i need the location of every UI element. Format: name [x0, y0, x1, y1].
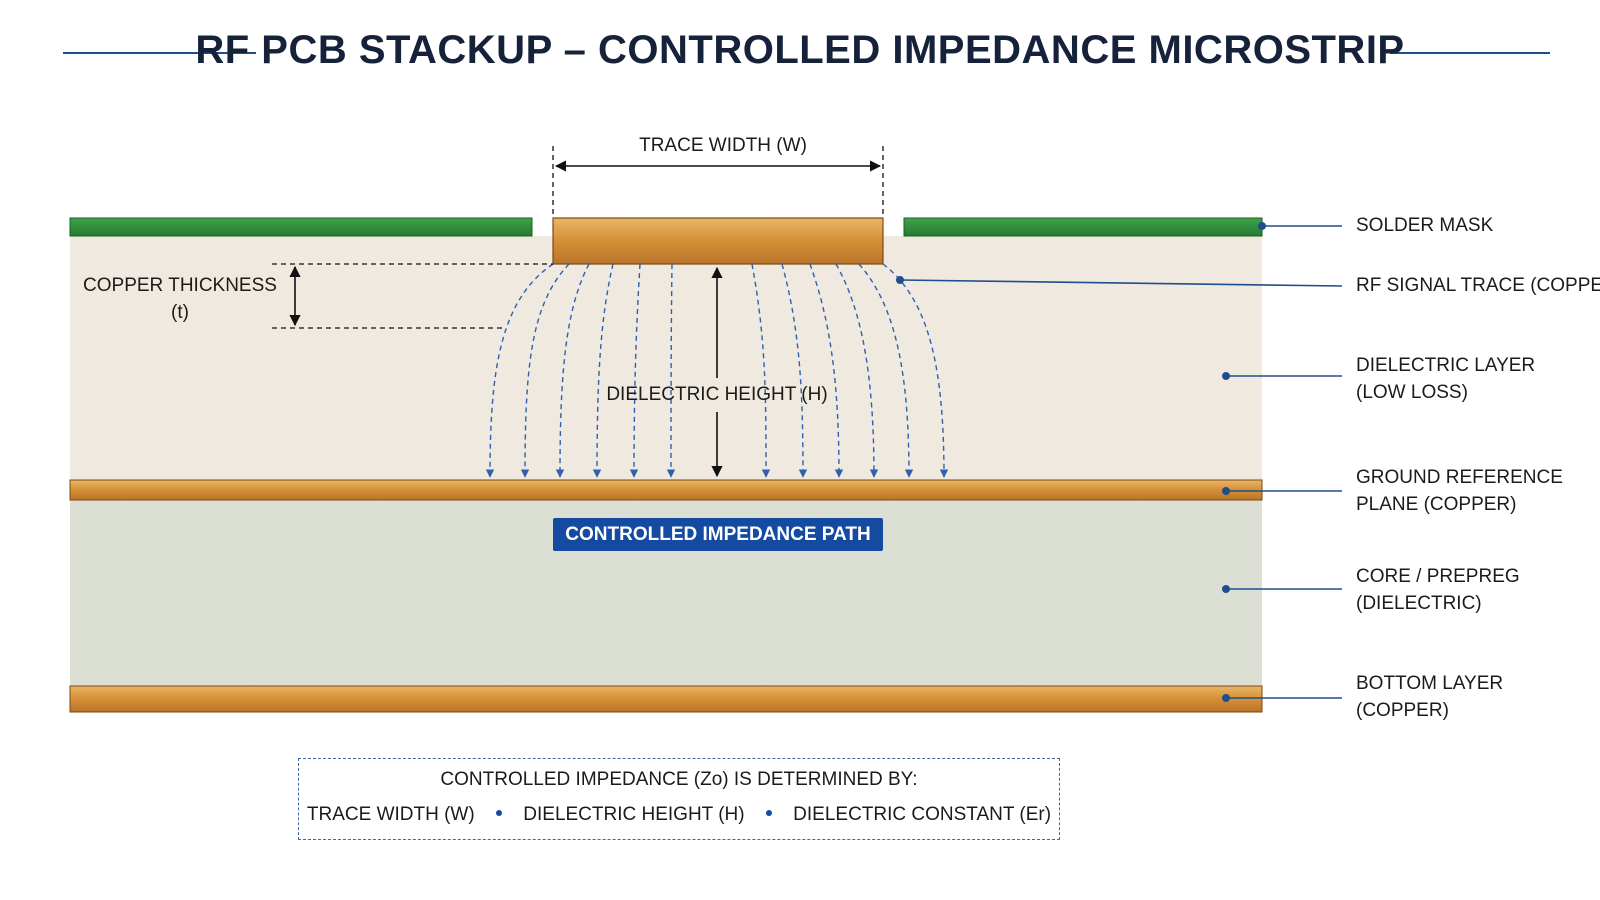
dielectric-layer	[70, 236, 1262, 480]
ground-reference-plane	[69, 479, 1263, 501]
copper-thickness-dimension	[272, 263, 553, 329]
controlled-impedance-path-badge: CONTROLLED IMPEDANCE PATH	[553, 518, 883, 551]
impedance-note-title: CONTROLLED IMPEDANCE (Zo) IS DETERMINED …	[440, 769, 918, 790]
solder-mask-left	[69, 217, 533, 237]
field-lines	[485, 263, 949, 478]
copper-thickness-line-1: COPPER THICKNESS	[83, 275, 277, 296]
callout-leaders	[895, 222, 1343, 702]
note-item-dielectric-constant: DIELECTRIC CONSTANT (Er)	[793, 804, 1052, 825]
callout-dielectric-layer: DIELECTRIC LAYER (LOW LOSS)	[1356, 355, 1536, 403]
title-rule-left	[63, 52, 256, 54]
callout-rf-signal-trace: RF SIGNAL TRACE (COPPER)	[1356, 275, 1600, 296]
callout-bottom-layer: BOTTOM LAYER (COPPER)	[1356, 673, 1504, 721]
note-item-dielectric-height: DIELECTRIC HEIGHT (H)	[523, 804, 745, 825]
solder-mask-right	[903, 217, 1263, 237]
callout-core-prepreg: CORE / PREPREG (DIELECTRIC)	[1356, 566, 1520, 614]
callout-solder-mask: SOLDER MASK	[1356, 215, 1494, 236]
callout-ground-reference-plane: GROUND REFERENCE PLANE (COPPER)	[1356, 467, 1563, 515]
page-title: RF PCB STACKUP – CONTROLLED IMPEDANCE MI…	[195, 28, 1405, 72]
bullet-dot-icon	[495, 809, 502, 816]
impedance-note-box: CONTROLLED IMPEDANCE (Zo) IS DETERMINED …	[298, 758, 1060, 840]
rf-signal-trace	[552, 217, 884, 265]
trace-width-label: TRACE WIDTH (W)	[639, 135, 807, 156]
bullet-dot-icon	[765, 809, 772, 816]
copper-thickness-label: COPPER THICKNESS (t)	[80, 272, 280, 326]
title-rule-right	[1390, 52, 1550, 54]
bottom-copper-layer	[69, 685, 1263, 713]
note-item-trace-width: TRACE WIDTH (W)	[306, 804, 475, 825]
dielectric-height-label: DIELECTRIC HEIGHT (H)	[606, 384, 828, 405]
copper-thickness-line-2: (t)	[171, 302, 189, 323]
impedance-note-items: TRACE WIDTH (W) DIELECTRIC HEIGHT (H) DI…	[299, 804, 1059, 826]
trace-width-dimension	[552, 146, 884, 218]
